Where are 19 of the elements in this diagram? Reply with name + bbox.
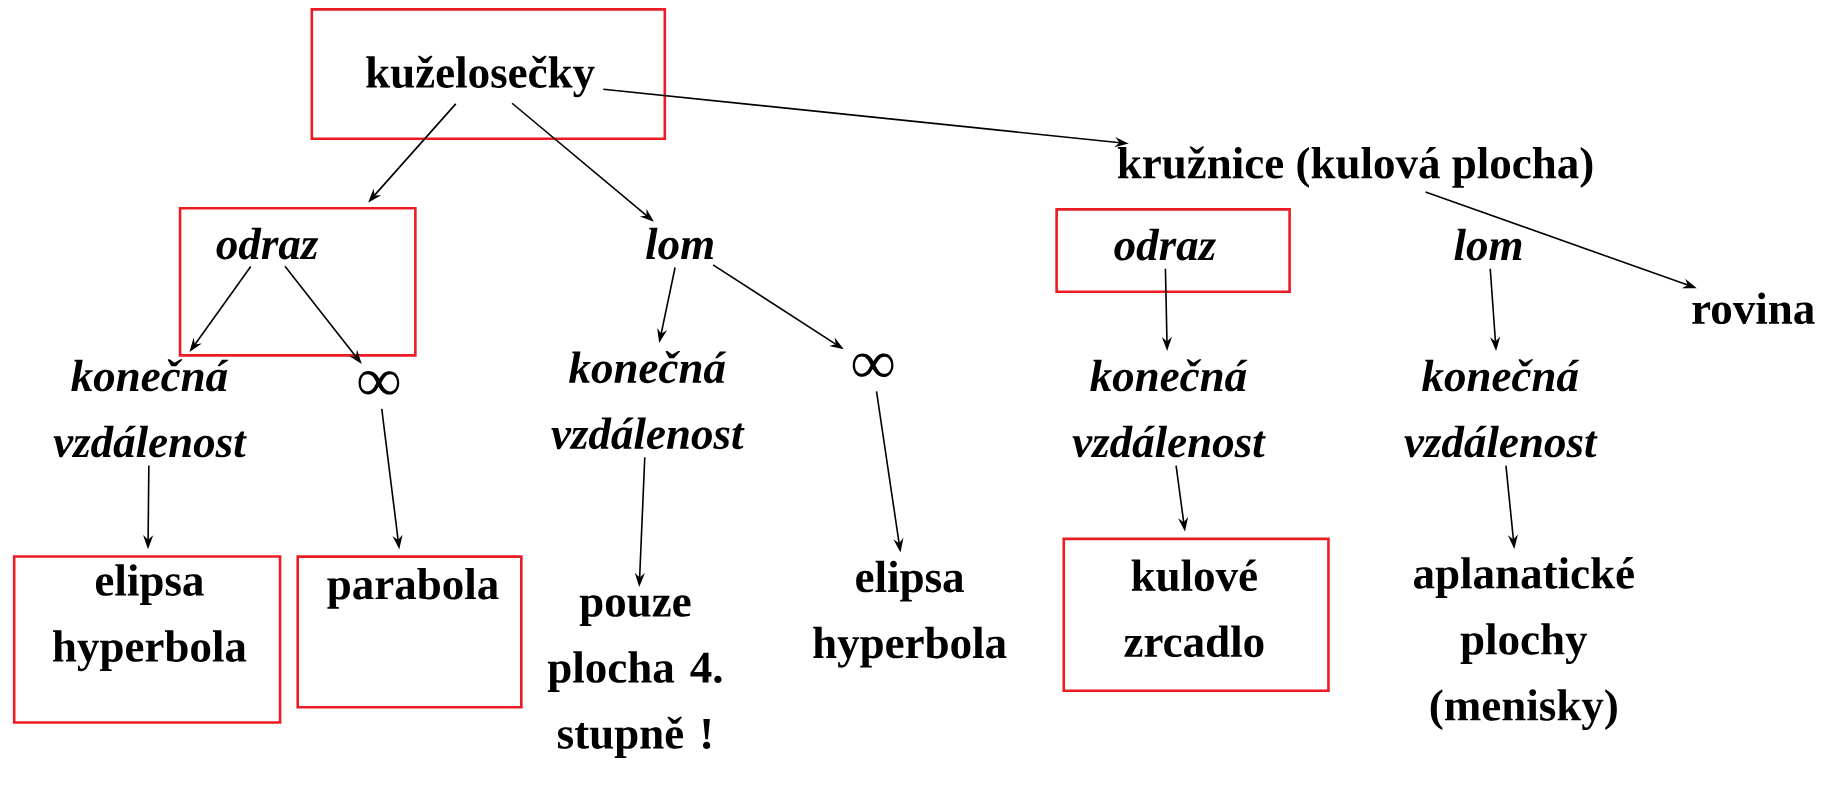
concept-label: elipsa hyperbola xyxy=(813,560,1007,668)
concept-label: aplanatické plochy (menisky) xyxy=(1414,557,1634,731)
concept-label: lom xyxy=(1454,228,1522,261)
concept-label: konečná vzdálenost xyxy=(53,359,247,458)
concept-box: odraz xyxy=(178,206,417,357)
concept-label: pouze plocha 4. stupně ! xyxy=(547,595,722,758)
concept-box: odraz xyxy=(1055,208,1291,294)
concept-label: konečná vzdálenost xyxy=(1404,359,1598,458)
concept-label: konečná vzdálenost xyxy=(1072,359,1266,458)
concept-box: parabola xyxy=(296,555,523,709)
concept-label: ∞ xyxy=(358,371,400,395)
concept-label: ∞ xyxy=(852,353,894,377)
concept-label: rovina xyxy=(1692,292,1815,325)
concept-label: lom xyxy=(646,227,713,260)
concept-label: konečná vzdálenost xyxy=(551,351,745,450)
concept-box: elipsa hyperbola xyxy=(12,555,282,724)
concept-box: kuželosečky xyxy=(310,8,667,141)
concept-box: kulové zrcadlo xyxy=(1062,537,1330,692)
concept-label: kružnice (kulová plocha) xyxy=(1117,146,1593,188)
